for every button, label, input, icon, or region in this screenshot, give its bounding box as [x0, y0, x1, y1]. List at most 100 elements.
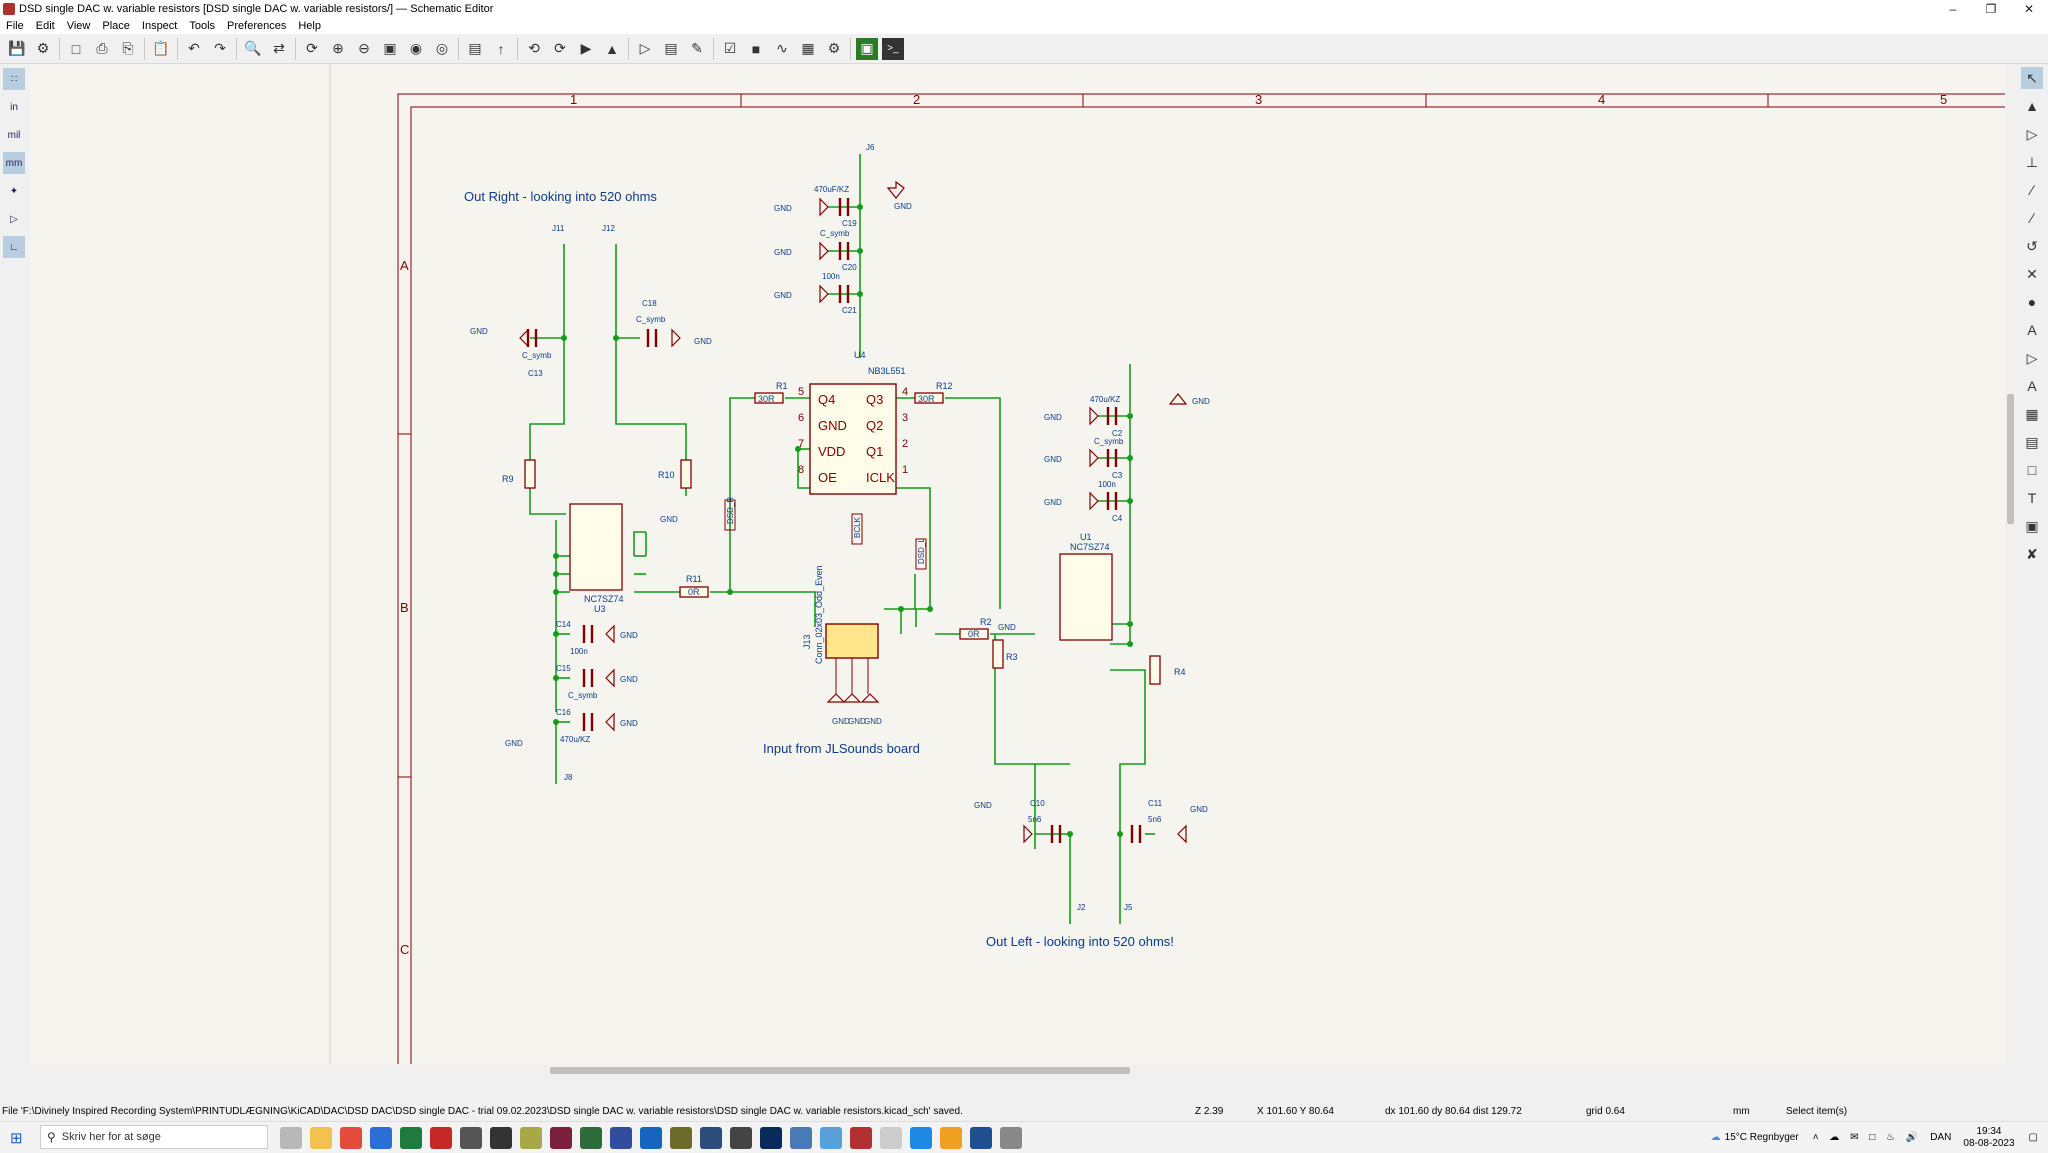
line-angle-icon[interactable]: ∟ [3, 236, 25, 258]
save-icon[interactable]: 💾 [8, 40, 26, 56]
add-power-icon[interactable]: ⊥ [2025, 153, 2039, 170]
zoom-objects-icon[interactable]: ◉ [409, 40, 423, 56]
horizontal-scroll-thumb[interactable] [550, 1067, 1130, 1074]
app-icon-1[interactable] [460, 1127, 482, 1149]
redo-icon[interactable]: ↷ [214, 40, 226, 56]
menu-file[interactable]: File [6, 19, 24, 32]
bus-entry-icon[interactable]: ↺ [2026, 237, 2038, 254]
outlook-icon[interactable] [640, 1127, 662, 1149]
menu-place[interactable]: Place [102, 19, 130, 32]
menu-inspect[interactable]: Inspect [141, 19, 178, 32]
app-icon-13[interactable] [910, 1127, 932, 1149]
add-bus-icon[interactable]: ∕ [2030, 210, 2034, 226]
app-icon-7[interactable] [700, 1127, 722, 1149]
paste-icon[interactable]: 📋 [152, 40, 170, 56]
units-inch-button[interactable]: in [10, 101, 18, 113]
add-global-label-icon[interactable]: ▷ [2026, 349, 2038, 366]
footprint-assign-icon[interactable]: ■ [751, 40, 761, 57]
menu-preferences[interactable]: Preferences [227, 19, 287, 32]
rotate-ccw-icon[interactable]: ⟲ [528, 40, 540, 56]
app-icon-16[interactable] [1000, 1127, 1022, 1149]
highlight-net-icon[interactable]: ▲ [2025, 98, 2039, 114]
zoom-in-icon[interactable]: ⊕ [332, 40, 344, 56]
app-icon-14[interactable] [940, 1127, 962, 1149]
add-text-icon[interactable]: T [2027, 490, 2037, 506]
add-image-icon[interactable]: ▣ [2025, 517, 2039, 534]
kicad-taskbar-icon[interactable] [610, 1127, 632, 1149]
add-wire-icon[interactable]: ∕ [2030, 182, 2034, 198]
tray-icons[interactable]: ˄ ☁ ✉ □ ♨ 🔊 [1812, 1132, 1923, 1143]
app-icon-5[interactable] [580, 1127, 602, 1149]
app-icon-15[interactable] [970, 1127, 992, 1149]
add-hier-label-icon[interactable]: A [2027, 378, 2037, 394]
menu-help[interactable]: Help [298, 19, 321, 32]
resistor-r4[interactable] [1149, 655, 1161, 685]
resistor-r10[interactable] [680, 459, 692, 489]
refresh-icon[interactable]: ⟳ [306, 40, 318, 56]
connector-j13[interactable]: J13 Conn_02x03_Odd_Even [802, 565, 879, 694]
menu-view[interactable]: View [66, 19, 91, 32]
delete-tool-icon[interactable]: ✘ [2026, 545, 2038, 562]
undo-icon[interactable]: ↶ [188, 40, 200, 56]
erc-icon[interactable]: ☑ [723, 40, 737, 56]
resistor-r12[interactable] [914, 392, 944, 404]
find-replace-icon[interactable]: ⇄ [273, 40, 285, 56]
maximize-button[interactable]: ❐ [1985, 1, 1997, 16]
units-mil-button[interactable]: mil [7, 129, 21, 141]
select-tool-icon[interactable]: ↖ [2021, 67, 2043, 89]
simulator-icon[interactable]: ∿ [776, 40, 788, 56]
chip-u3[interactable]: NC7SZ74 U3 [569, 503, 624, 614]
resistor-r11[interactable] [679, 586, 709, 598]
print-icon[interactable]: ⎙ [96, 40, 108, 56]
weather-icon[interactable]: ☁ [1710, 1132, 1721, 1143]
app-icon-4[interactable] [550, 1127, 572, 1149]
task-view-icon[interactable] [280, 1127, 302, 1149]
minimize-button[interactable]: – [1949, 1, 1957, 16]
edit-fields-icon[interactable]: ⚙ [827, 40, 841, 56]
find-icon[interactable]: 🔍 [244, 40, 262, 56]
add-sheet-pin-icon[interactable]: ▤ [2025, 433, 2039, 450]
word-icon[interactable] [370, 1127, 392, 1149]
bom-icon[interactable]: ▦ [801, 40, 815, 56]
zoom-selection-icon[interactable]: ◎ [435, 40, 449, 56]
app-icon-6[interactable] [670, 1127, 692, 1149]
file-explorer-icon[interactable] [310, 1127, 332, 1149]
resistor-r3[interactable] [992, 639, 1004, 669]
resistor-r2[interactable] [959, 628, 989, 640]
taskbar-search[interactable]: ⚲ Skriv her for at søge [40, 1125, 268, 1149]
app-icon-11[interactable] [850, 1127, 872, 1149]
language-indicator[interactable]: DAN [1930, 1132, 1952, 1143]
grid-toggle-icon[interactable]: ∷ [3, 68, 25, 90]
notification-icon[interactable]: ▢ [2028, 1132, 2038, 1143]
hierarchy-navigator-icon[interactable]: ▤ [468, 40, 482, 56]
units-mm-button[interactable]: mm [3, 152, 25, 174]
no-connect-icon[interactable]: ✕ [2026, 265, 2038, 282]
app-icon-10[interactable] [820, 1127, 842, 1149]
windows-start-icon[interactable]: ⊞ [10, 1130, 23, 1147]
app-icon-8[interactable] [730, 1127, 752, 1149]
add-symbol-icon[interactable]: ▷ [2026, 125, 2038, 142]
page-settings-icon[interactable]: □ [71, 40, 81, 57]
add-sheet-icon[interactable]: ▦ [2025, 405, 2039, 422]
chip-u1[interactable]: U1 NC7SZ74 [1059, 532, 1113, 641]
pcb-editor-icon[interactable]: ▣ [856, 37, 878, 60]
cursor-shape-icon[interactable]: ✦ [9, 185, 19, 197]
app-icon-3[interactable] [520, 1127, 542, 1149]
excel-icon[interactable] [400, 1127, 422, 1149]
leave-sheet-icon[interactable]: ↑ [497, 40, 505, 57]
acrobat-icon[interactable] [430, 1127, 452, 1149]
clock[interactable]: 19:34 08-08-2023 [1963, 1126, 2014, 1150]
add-label-icon[interactable]: A [2027, 322, 2037, 338]
vertical-scrollbar[interactable] [2005, 64, 2016, 1064]
chip-u4[interactable]: Q4 GND VDD OE Q3 Q2 Q1 ICLK 5 6 7 8 4 3 … [798, 350, 908, 495]
resistor-r1[interactable] [754, 392, 784, 404]
plot-icon[interactable]: ⎘ [122, 40, 134, 56]
vertical-scroll-thumb[interactable] [2007, 394, 2014, 524]
symbol-browser-icon[interactable]: ▤ [664, 40, 678, 56]
app-icon-9[interactable] [760, 1127, 782, 1149]
mirror-vertical-icon[interactable]: ▶ [580, 40, 592, 56]
schematic-canvas[interactable]: 1 2 3 4 5 A B C [30, 64, 2005, 1064]
menu-edit[interactable]: Edit [35, 19, 55, 32]
zoom-fit-icon[interactable]: ▣ [383, 40, 397, 56]
app-icon-12[interactable] [880, 1127, 902, 1149]
